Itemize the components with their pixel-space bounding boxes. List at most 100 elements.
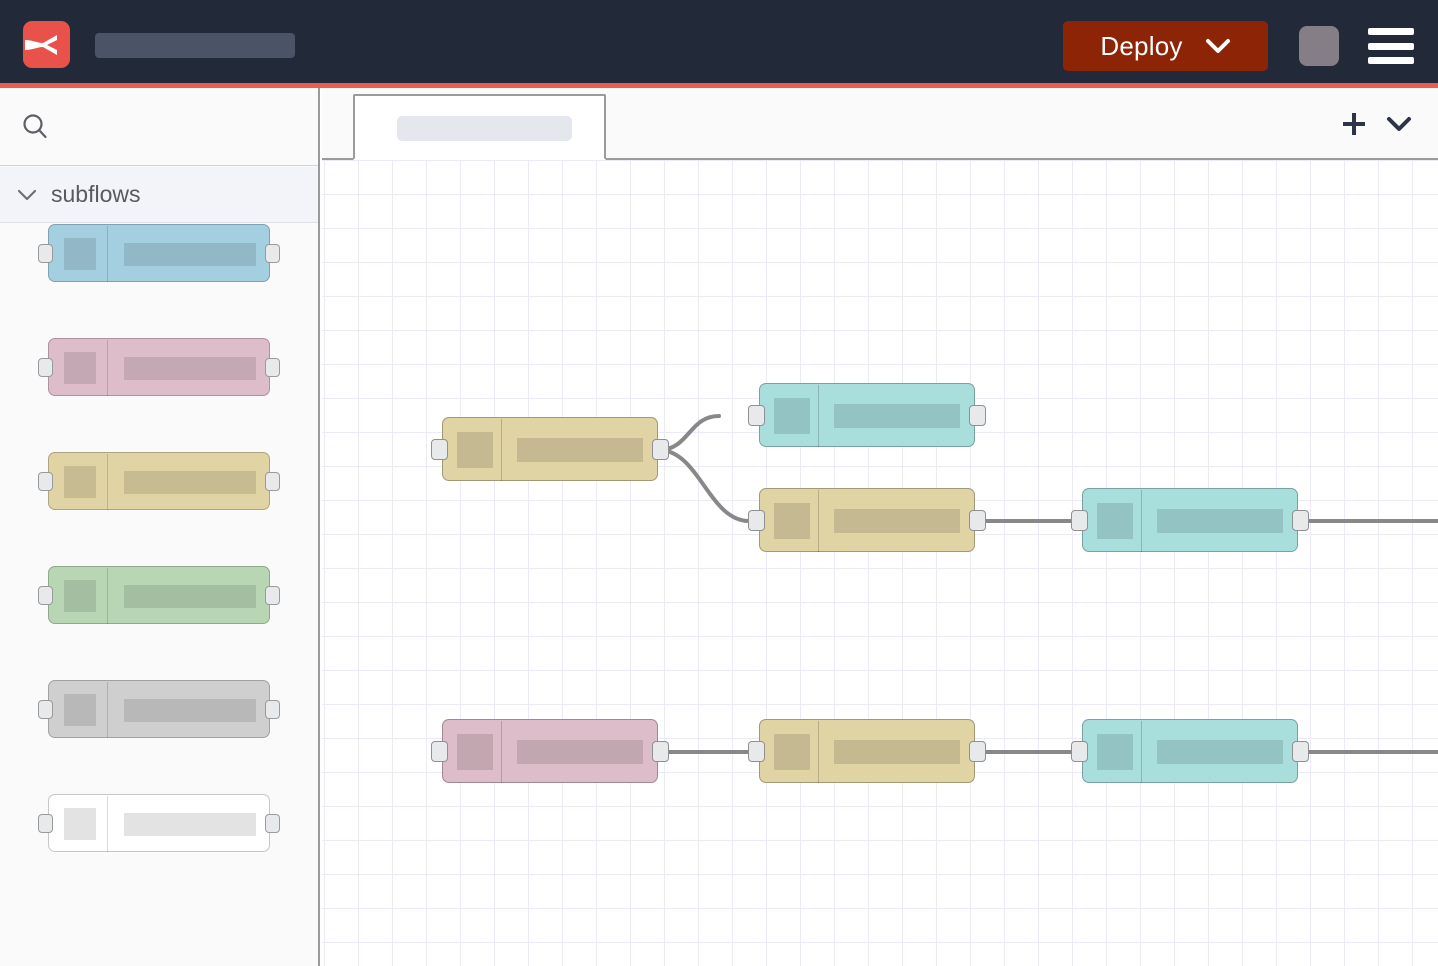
flow-node-body [1082,719,1298,783]
add-flow-button[interactable] [1336,106,1372,142]
palette-node-6[interactable] [38,794,280,852]
flow-node-input-port[interactable] [748,741,765,762]
palette-node-label-placeholder [124,813,256,836]
hamburger-bar [1368,42,1414,50]
flow-node-label-placeholder [834,404,960,428]
palette-node-icon-placeholder [64,466,96,498]
chevron-down-icon [1205,39,1230,53]
palette-node-icon-separator [107,796,108,852]
palette-node-icon-placeholder [64,352,96,384]
flow-node-output-port[interactable] [1292,741,1309,762]
palette-node-output-port[interactable] [265,700,280,719]
flow-node-output-port[interactable] [1292,510,1309,531]
palette-node-icon-placeholder [64,808,96,840]
wire-layer [657,414,1438,754]
flow-menu-button[interactable] [1381,106,1417,142]
flow-node-label-placeholder [1157,740,1283,764]
palette-node-output-port[interactable] [265,244,280,263]
flow-node-label-placeholder [517,740,643,764]
avatar[interactable] [1299,26,1339,66]
flow-node-output-port[interactable] [652,439,669,460]
flow-node-input-port[interactable] [431,741,448,762]
workspace [322,88,1438,966]
flow-node-input-port[interactable] [431,439,448,460]
palette-node-body [48,224,270,282]
flow-node-output-port[interactable] [969,741,986,762]
flow-node-icon-placeholder [457,734,493,770]
flow-node-label-placeholder [834,740,960,764]
palette-node-output-port[interactable] [265,358,280,377]
flow-node-mid[interactable] [748,719,986,783]
flow-node-func-b[interactable] [748,488,986,552]
tab-flow-1[interactable] [353,94,606,160]
palette-node-body [48,566,270,624]
flow-node-output-port[interactable] [969,405,986,426]
palette-node-4[interactable] [38,566,280,624]
flow-canvas[interactable] [322,160,1438,966]
flow-node-icon-separator [1141,490,1142,552]
flow-node-input-port[interactable] [1071,510,1088,531]
flow-node-input-port[interactable] [1071,741,1088,762]
palette-node-icon-separator [107,340,108,396]
palette-node-input-port[interactable] [38,586,53,605]
palette-node-5[interactable] [38,680,280,738]
flow-node-icon-separator [501,721,502,783]
palette-node-input-port[interactable] [38,244,53,263]
flow-node-icon-placeholder [1097,503,1133,539]
flow-node-func-a[interactable] [748,383,986,447]
chevron-down-icon [17,189,37,200]
flow-node-body [442,417,658,481]
palette-node-output-port[interactable] [265,472,280,491]
flow-node-input-port[interactable] [748,510,765,531]
deploy-button[interactable]: Deploy [1063,21,1268,71]
palette-node-3[interactable] [38,452,280,510]
palette-category-subflows[interactable]: subflows [0,167,318,223]
palette-node-label-placeholder [124,699,256,722]
palette-node-icon-separator [107,454,108,510]
flow-node-output-port[interactable] [969,510,986,531]
deploy-button-label: Deploy [1100,30,1183,61]
app-header: Deploy [0,0,1438,88]
node-red-logo-icon[interactable] [23,21,70,68]
palette-node-input-port[interactable] [38,358,53,377]
palette-node-icon-separator [107,226,108,282]
flow-node-body [1082,488,1298,552]
flow-node-body [759,383,975,447]
flow-node-output-port[interactable] [652,741,669,762]
flow-node-inject[interactable] [431,417,669,481]
hamburger-menu-icon[interactable] [1368,28,1414,64]
flow-node-icon-separator [818,490,819,552]
hamburger-bar [1368,57,1414,64]
palette-node-icon-separator [107,682,108,738]
palette-node-output-port[interactable] [265,586,280,605]
flow-node-body [759,719,975,783]
flow-node-icon-placeholder [457,432,493,468]
flow-node-input-port[interactable] [748,405,765,426]
flow-node-label-placeholder [834,509,960,533]
palette-node-icon-separator [107,568,108,624]
flow-node-icon-placeholder [774,734,810,770]
flow-node-icon-separator [1141,721,1142,783]
flow-node-icon-separator [501,419,502,481]
palette-node-input-port[interactable] [38,472,53,491]
palette-node-input-port[interactable] [38,814,53,833]
wire-inject-to-func-b[interactable] [657,448,751,523]
palette-node-output-port[interactable] [265,814,280,833]
palette-node-2[interactable] [38,338,280,396]
flow-node-end[interactable] [1071,719,1309,783]
palette-node-1[interactable] [38,224,280,282]
palette-node-body [48,680,270,738]
flow-node-debug-a[interactable] [1071,488,1309,552]
tab-label [397,116,572,141]
palette-category-label: subflows [51,181,141,207]
flow-node-pink[interactable] [431,719,669,783]
palette-search-input[interactable] [0,88,318,166]
flow-node-icon-placeholder [774,398,810,434]
palette-node-input-port[interactable] [38,700,53,719]
chevron-down-icon [1387,117,1411,131]
plus-icon [1343,113,1365,135]
palette-node-icon-placeholder [64,694,96,726]
flow-node-label-placeholder [517,438,643,462]
palette-node-label-placeholder [124,357,256,380]
palette-node-label-placeholder [124,585,256,608]
